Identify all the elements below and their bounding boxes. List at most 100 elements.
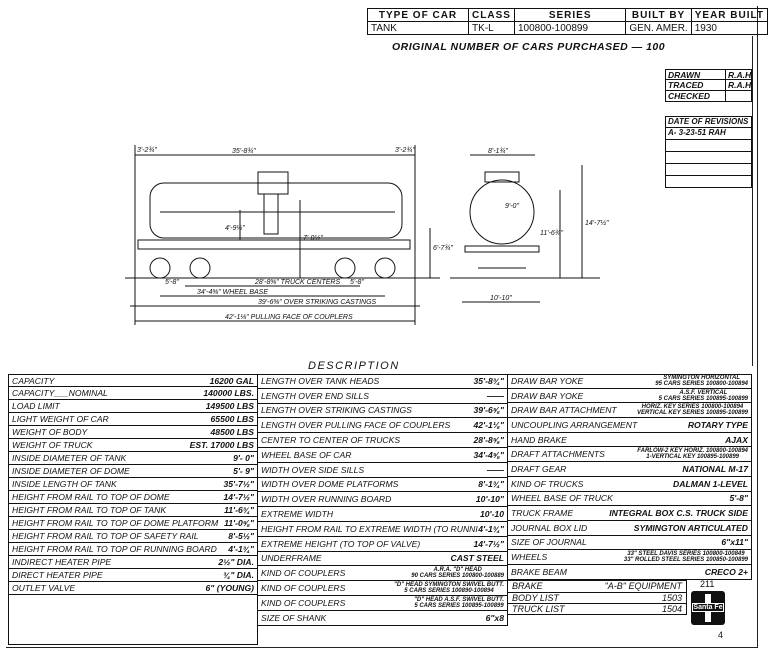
row-label: DRAW BAR YOKE [511, 376, 584, 387]
dim-label: 5'-8" [350, 279, 364, 286]
dim-label: 28'-8⅝" TRUCK CENTERS [254, 279, 340, 286]
row-value: 6" (YOUNG) [205, 583, 254, 593]
row-label: HEIGHT FROM RAIL TO TOP OF DOME PLATFORM [12, 518, 219, 528]
description-row: WIDTH OVER SIDE SILLS—— [257, 462, 508, 478]
row-label: WHEELS [511, 552, 548, 563]
row-value: 65500 LBS [210, 414, 254, 424]
row-value: 11'-6¾" [224, 505, 254, 515]
row-label: HEIGHT FROM RAIL TO TOP OF TANK [12, 505, 167, 515]
row-label: HEIGHT FROM RAIL TO TOP OF SAFETY RAIL [12, 531, 199, 541]
brake-label: BODY LIST [512, 593, 559, 603]
sheet-number: 211 [700, 579, 715, 589]
row-label: LENGTH OVER STRIKING CASTINGS [261, 405, 412, 416]
drawing-frame [6, 6, 758, 648]
wheel [189, 257, 211, 279]
brake-label: BRAKE [512, 581, 543, 591]
row-value: 14'-7½" [473, 538, 505, 549]
row-label: INSIDE DIAMETER OF DOME [12, 466, 130, 476]
row-value: ¾" DIA. [223, 570, 254, 580]
row-label: LENGTH OVER END SILLS [261, 390, 369, 401]
description-title: DESCRIPTION [308, 360, 400, 372]
row-label: KIND OF COUPLERS [261, 597, 346, 608]
row-value: AJAX [725, 434, 748, 445]
row-value: INTEGRAL BOX C.S. TRUCK SIDE [609, 508, 748, 519]
row-value: 6"x8 [485, 612, 504, 623]
row-label: WHEEL BASE OF TRUCK [511, 493, 613, 504]
row-label: DIRECT HEATER PIPE [12, 570, 103, 580]
row-value: 39'-6⅝" [473, 405, 505, 416]
description-row: BRAKE BEAM CRECO 2+ [507, 564, 752, 580]
row-value: CRECO 2+ [704, 566, 748, 577]
row-label: WEIGHT OF BODY [12, 427, 88, 437]
underframe [137, 239, 411, 250]
brake-value: 1504 [661, 604, 682, 614]
description-row: LENGTH OVER END SILLS—— [257, 388, 508, 404]
value-cell: TANK [366, 21, 470, 35]
row-value: —— [486, 464, 504, 475]
row-label: CAPACITY [12, 375, 55, 386]
row-label: CENTER TO CENTER OF TRUCKS [261, 435, 401, 446]
row-label: INSIDE DIAMETER OF TANK [12, 453, 127, 463]
border-line [752, 36, 753, 366]
row-label: WEIGHT OF TRUCK [12, 440, 93, 450]
wheel [374, 257, 396, 279]
row-label: EXTREME HEIGHT (TO TOP OF VALVE) [261, 538, 421, 549]
dim-label: 3'-2¾" [137, 147, 157, 154]
dim-label: 34'-4⅝" WHEEL BASE [197, 289, 268, 296]
row-value: 140000 LBS. [203, 388, 254, 398]
row-value: 5'- 9" [233, 466, 254, 476]
dim-label: 5'-8" [165, 279, 179, 286]
approval-initials: R.A.H. [725, 70, 754, 80]
value-cell: 1930 [690, 21, 768, 35]
row-label: BRAKE BEAM [511, 566, 567, 577]
row-value: 4'-1¾" [478, 523, 504, 534]
row-value: 8'-1¾" [478, 479, 504, 490]
santa-fe-logo: Santa Fe [691, 591, 725, 625]
row-value: 16200 GAL [209, 375, 254, 386]
description-row: WHEELS 33" STEEL DAVIS SERIES 100800-1008… [507, 550, 752, 565]
row-label: TRUCK FRAME [511, 508, 574, 519]
logo-text: Santa Fe [692, 603, 724, 612]
row-label: INDIRECT HEATER PIPE [12, 557, 112, 567]
row-value: "D" HEAD A.S.F. SWIVEL BUTT.5 CARS SERIE… [414, 596, 504, 609]
brake-label: TRUCK LIST [512, 604, 565, 614]
revision-row [665, 176, 752, 188]
row-label: DRAFT ATTACHMENTS [511, 449, 605, 460]
description-row: HEIGHT FROM RAIL TO EXTREME WIDTH (TO RU… [257, 521, 508, 537]
description-row: KIND OF COUPLERS"D" HEAD SYMINGTON SWIVE… [257, 581, 508, 596]
row-value: DALMAN 1-LEVEL [673, 478, 748, 489]
row-value: SYMINGTON ARTICULATED [633, 522, 748, 533]
row-label: LENGTH OVER PULLING FACE OF COUPLERS [261, 420, 451, 431]
end-view [450, 154, 600, 303]
row-label: EXTREME WIDTH [261, 509, 334, 520]
brake-row: TRUCK LIST 1504 [507, 604, 687, 615]
description-row: EXTREME HEIGHT (TO TOP OF VALVE) 14'-7½" [257, 536, 508, 552]
brake-value: 1503 [661, 593, 682, 603]
row-label: HEIGHT FROM RAIL TO EXTREME WIDTH (TO RU… [261, 523, 478, 534]
wheel [334, 257, 356, 279]
row-value: CAST STEEL [450, 553, 504, 564]
